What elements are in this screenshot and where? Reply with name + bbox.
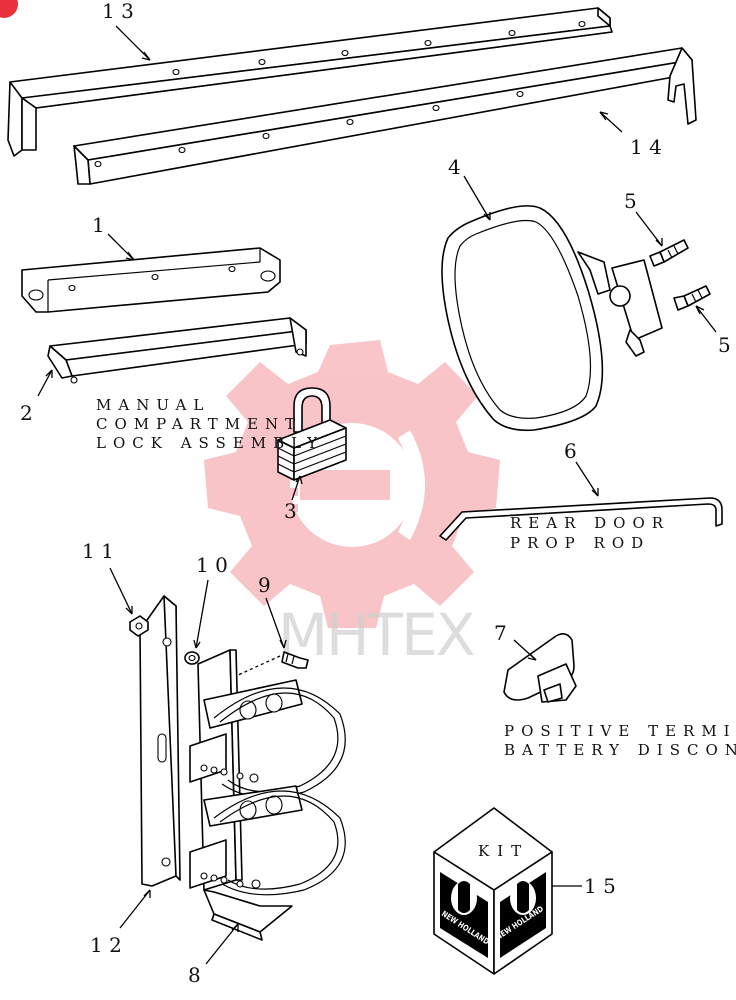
watermark-gear-logo [204, 340, 500, 628]
callout-numbers: 1 3 1 4 1 2 3 4 5 5 6 7 8 9 1 0 1 1 1 2 … [20, 0, 731, 987]
part-9-bolt [235, 651, 309, 677]
part-11-nut [129, 615, 149, 637]
callout-3: 3 [284, 499, 297, 523]
callout-1: 1 [92, 213, 105, 237]
callout-8: 8 [188, 963, 201, 987]
part-12-mounting-plate [139, 595, 181, 887]
part-6-prop-rod [439, 497, 723, 541]
lower-latch-chain [200, 872, 261, 889]
part-14-lower-channel [73, 47, 697, 185]
part-13-holes [172, 20, 586, 76]
new-holland-logo-left: NEW HOLLAND [440, 872, 491, 958]
watermark-text: MHTEX [278, 601, 474, 669]
part-3-padlock [277, 387, 347, 481]
callout-6: 6 [564, 439, 577, 463]
part-1-bracket [21, 247, 281, 313]
part-10-washer [184, 651, 200, 665]
watermark-gear-icon [204, 340, 500, 628]
part-13-upper-channel [7, 7, 613, 157]
caption-rear-line1: REAR DOOR [510, 514, 670, 532]
callout-2: 2 [20, 401, 33, 425]
caption-manual-line1: MANUAL [96, 396, 210, 414]
callout-5-upper: 5 [624, 189, 637, 213]
corner-badge-icon [0, 0, 18, 18]
part-4-mirror [441, 205, 663, 432]
new-holland-logo-right: NEW HOLLAND [494, 872, 546, 958]
caption-manual-line3: LOCK ASSEMBLY [96, 434, 324, 452]
caption-rear-line2: PROP ROD [510, 534, 650, 552]
part-2-latch-bar [47, 317, 307, 384]
callout-9: 9 [258, 573, 271, 597]
caption-rear-door-prop-rod: REAR DOOR PROP ROD [510, 514, 670, 552]
callout-15: 1 5 [584, 874, 616, 898]
part-15-kit-box: KIT NEW HOLLAND NEW HOLLAND [433, 807, 553, 975]
caption-manual-compartment-lock: MANUAL COMPARTMENT LOCK ASSEMBLY [96, 396, 324, 452]
callout-5-lower: 5 [718, 333, 731, 357]
upper-latch-chain [200, 764, 259, 783]
callout-14: 1 4 [630, 135, 662, 159]
caption-positive-line2: BATTERY DISCON [504, 741, 736, 759]
callout-7: 7 [494, 621, 507, 645]
part-5-bolt-upper [649, 239, 689, 267]
part-8-extinguisher-bracket [189, 649, 346, 941]
caption-manual-line2: COMPARTMENT [96, 415, 302, 433]
leader-lines [37, 25, 717, 965]
callout-13: 1 3 [102, 0, 134, 23]
kit-label: KIT [478, 842, 529, 860]
caption-positive-line1: POSITIVE TERMI [504, 722, 736, 740]
callout-12: 1 2 [90, 933, 122, 957]
part-5-bolt-lower [673, 285, 711, 311]
part-7-battery-disconnect [503, 632, 577, 703]
callout-11: 1 1 [82, 539, 114, 563]
part-14-holes [94, 90, 524, 168]
caption-positive-terminal: POSITIVE TERMI BATTERY DISCON [504, 722, 736, 759]
callout-10: 1 0 [196, 553, 228, 577]
callout-4: 4 [448, 155, 461, 179]
